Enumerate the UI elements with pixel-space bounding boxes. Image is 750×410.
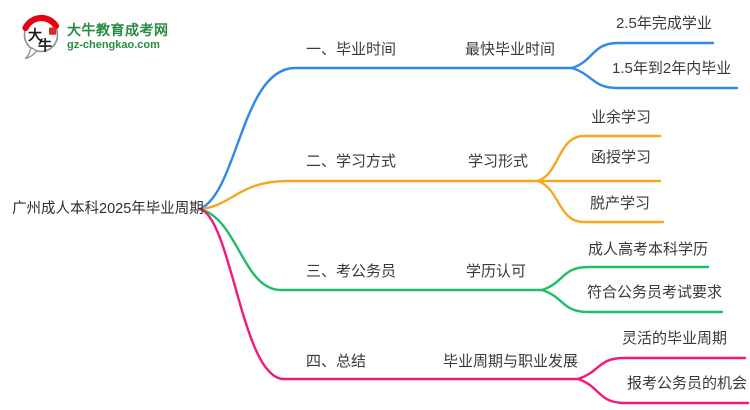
branch-2-sublabel: 学习形式	[468, 153, 529, 170]
edge-branch-3-main	[198, 207, 544, 292]
branch-2-child-1: 业余学习	[591, 109, 652, 126]
branch-3-sublabel: 学历认可	[466, 263, 527, 280]
branch-4-sublabel: 毕业周期与职业发展	[443, 353, 579, 370]
branch-2-child-2: 函授学习	[591, 149, 652, 166]
edge-branch-1-main	[198, 66, 574, 211]
logo-domain: gz-chengkao.com	[67, 39, 160, 51]
edge-branch-1-child-2	[570, 66, 739, 90]
branch-4-label: 四、总结	[306, 353, 367, 370]
speech-bubble-tail	[24, 46, 38, 60]
daniu-speech-bubble-icon: 大 牛	[22, 14, 60, 60]
logo-red-cap	[22, 14, 60, 32]
branch-3-label: 三、考公务员	[306, 263, 397, 280]
edge-branch-2-main	[198, 179, 540, 211]
branch-3-child-2: 符合公务员考试要求	[587, 284, 723, 301]
branch-3-child-1: 成人高考本科学历	[588, 241, 709, 258]
branch-2-label: 二、学习方式	[306, 153, 397, 170]
branch-1-child-1: 2.5年完成学业	[616, 15, 712, 32]
logo-title: 大牛教育成考网	[67, 22, 169, 38]
branch-1-child-2: 1.5年到2年内毕业	[612, 60, 732, 77]
branch-4-child-2: 报考公务员的机会	[627, 375, 748, 392]
edge-branch-2-child-3	[536, 179, 665, 224]
site-logo[interactable]: 大 牛 大牛教育成考网 gz-chengkao.com	[20, 14, 169, 60]
logo-char-bottom: 牛	[38, 38, 52, 54]
edge-branch-3-child-1	[540, 265, 710, 292]
root-node: 广州成人本科2025年毕业周期	[12, 201, 204, 217]
logo-text: 大牛教育成考网 gz-chengkao.com	[67, 22, 169, 52]
branch-1-label: 一、毕业时间	[306, 41, 397, 58]
edge-branch-3-child-2	[540, 288, 724, 314]
edge-branch-1-child-1	[570, 41, 715, 70]
branch-1-sublabel: 最快毕业时间	[465, 41, 556, 58]
logo-char-top: 大	[28, 27, 42, 43]
branch-2-child-3: 脱产学习	[590, 195, 651, 212]
edge-branch-4-child-2	[576, 377, 750, 405]
edge-branch-4-main	[198, 207, 580, 381]
edge-branch-2-child-1	[536, 134, 662, 183]
branch-4-child-1: 灵活的毕业周期	[622, 330, 728, 347]
logo-seal-stamp	[49, 27, 57, 35]
edge-branch-4-child-1	[576, 356, 747, 381]
